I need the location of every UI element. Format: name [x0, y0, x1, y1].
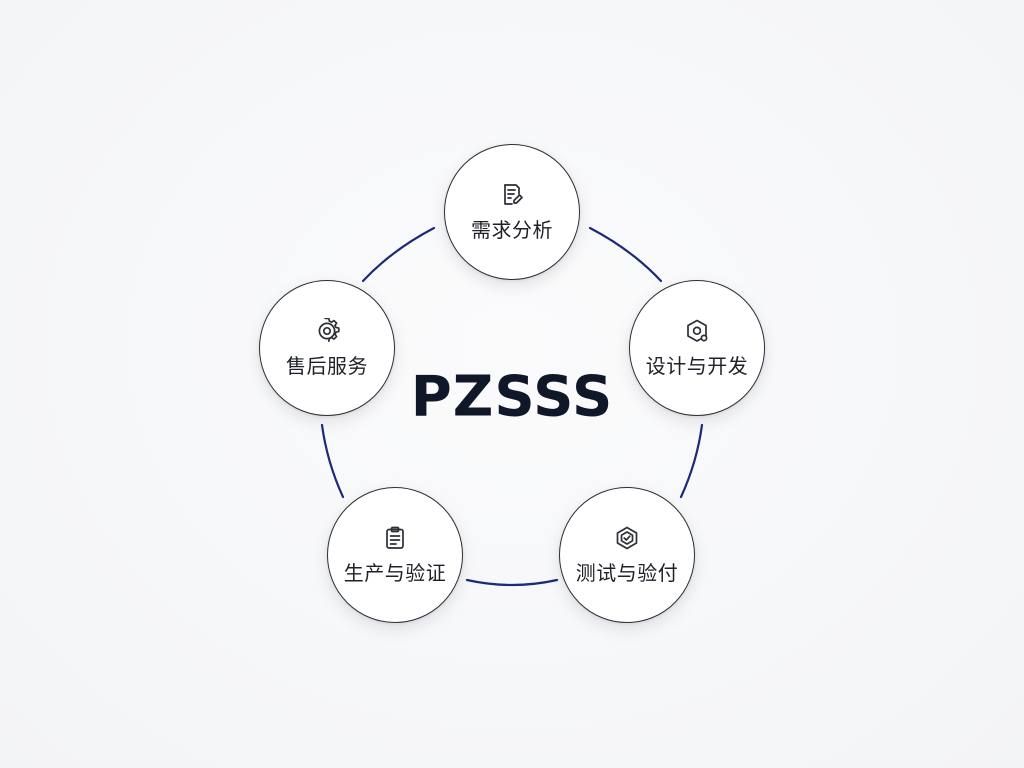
stage-label: 测试与验付 — [575, 560, 679, 585]
stage-label: 生产与验证 — [343, 560, 447, 585]
connector-arc-2 — [679, 423, 704, 499]
stage-node-testing[interactable]: 测试与验付 — [559, 487, 695, 623]
clipboard-icon — [382, 525, 408, 551]
stage-label: 售后服务 — [286, 353, 368, 378]
stage-label: 需求分析 — [471, 217, 553, 242]
connector-arc-4 — [320, 423, 345, 499]
stage-node-production[interactable]: 生产与验证 — [327, 487, 463, 623]
stage-node-after-sales[interactable]: 售后服务 — [259, 280, 395, 416]
stage-node-requirements[interactable]: 需求分析 — [444, 144, 580, 280]
verified-shield-icon — [614, 525, 640, 551]
gear-icon — [314, 317, 340, 344]
connector-arc-5 — [361, 226, 436, 283]
stage-label: 设计与开发 — [645, 353, 749, 378]
center-title: PZSSS — [410, 364, 614, 430]
connector-arc-3 — [465, 578, 559, 587]
hexagon-gear-icon — [684, 318, 710, 344]
document-edit-icon — [499, 182, 525, 208]
stage-node-design[interactable]: 设计与开发 — [629, 280, 765, 416]
connector-arc-1 — [588, 226, 663, 283]
